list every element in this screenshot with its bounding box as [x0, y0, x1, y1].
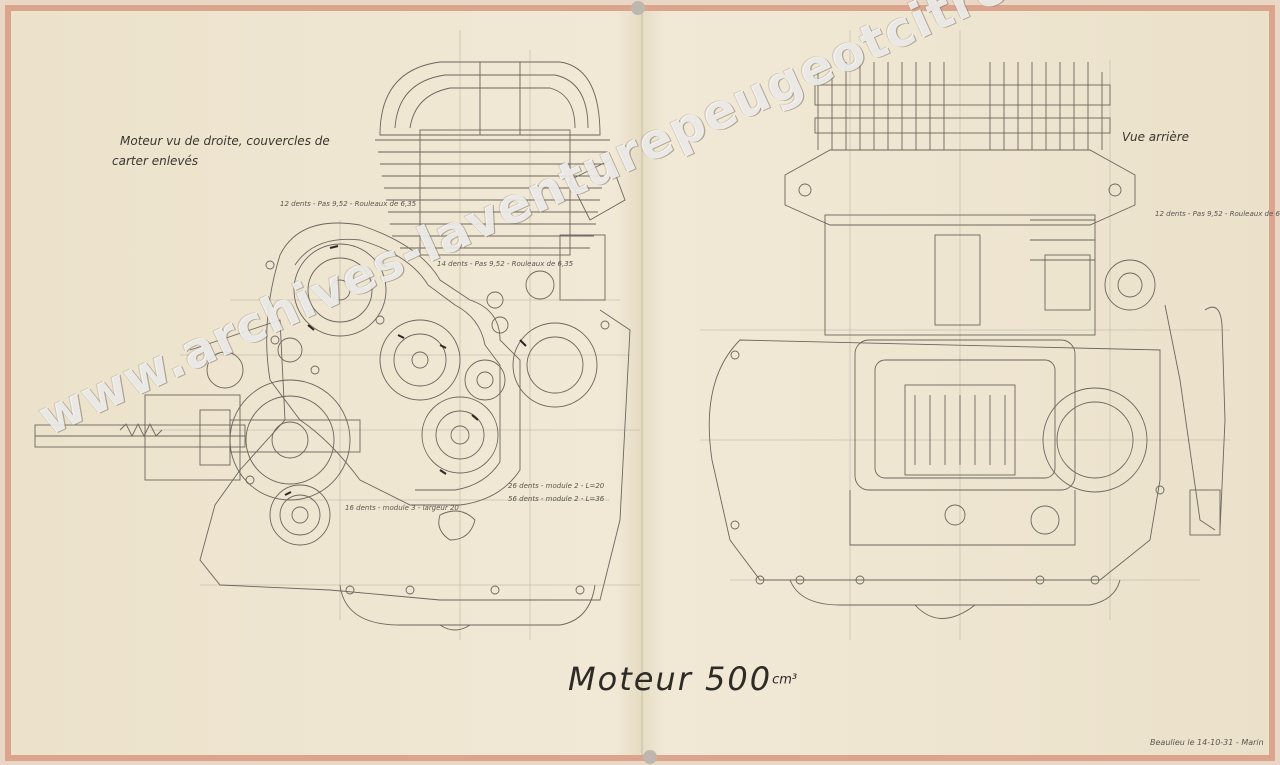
gear-note-upper-left: 12 dents - Pas 9,52 - Rouleaux de 6,35 — [280, 200, 417, 208]
gear-note-middle: 14 dents - Pas 9,52 - Rouleaux de 6,35 — [437, 260, 574, 268]
left-engine-view — [34, 30, 640, 640]
gear-note-right-side: 12 dents - Pas 9,52 - Rouleaux de 6,35 — [1155, 210, 1280, 218]
pin-top — [631, 1, 645, 15]
title-unit: cm³ — [772, 672, 798, 688]
right-view-caption: Vue arrière — [1122, 130, 1190, 144]
gear-note-lower-right-1: 26 dents - module 2 - L=20 — [508, 482, 605, 490]
left-view-caption-line2: carter enlevés — [112, 154, 199, 168]
drawing-title: Moteur 500cm³ — [568, 660, 797, 698]
title-main: Moteur 500 — [568, 660, 773, 698]
signature-date: Beaulieu le 14-10-31 - Marin — [1150, 738, 1264, 747]
gear-note-lower-right-2: 56 dents - module 2 - L=36 — [508, 495, 605, 503]
left-view-caption-line1: Moteur vu de droite, couvercles de — [120, 134, 330, 148]
right-engine-view — [700, 30, 1230, 640]
gear-note-lower-left: 16 dents - module 3 - largeur 20 — [345, 504, 459, 512]
pin-bottom — [643, 750, 657, 764]
